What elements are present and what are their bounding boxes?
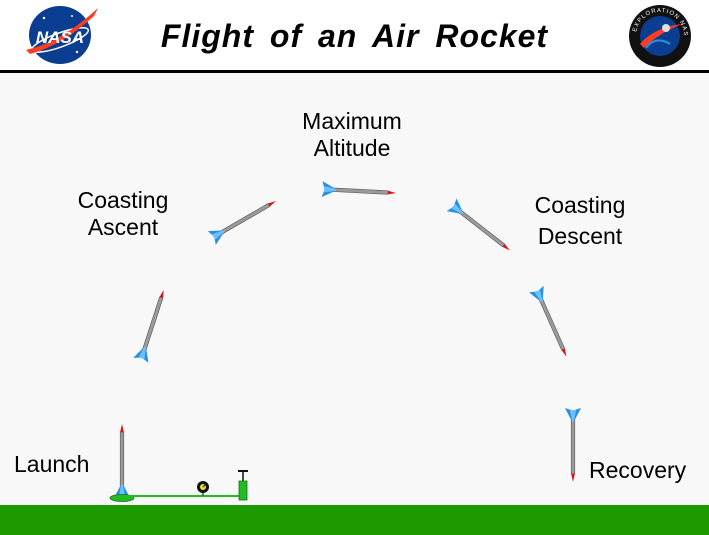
label-max-line2: Altitude (313, 135, 391, 161)
label-ascent-line1: Coasting (77, 187, 169, 213)
nasa-logo: NASA (22, 4, 98, 66)
rocket-launch (113, 423, 131, 499)
launcher (109, 470, 248, 502)
rocket-descent-2 (528, 285, 575, 361)
label-coasting-descent: Coasting Descent (522, 190, 638, 252)
rocket-max-altitude (321, 180, 397, 202)
label-recovery: Recovery (589, 457, 687, 483)
label-descent-line1: Coasting (534, 192, 626, 218)
label-launch: Launch (14, 451, 90, 477)
pressure-gauge-icon (197, 481, 209, 493)
exploration-logo: EXPLORATION NASA (623, 0, 694, 68)
nasa-logo-text: NASA (36, 28, 84, 47)
label-ascent-line2: Ascent (87, 214, 159, 240)
air-pump-icon (238, 470, 248, 501)
page-title: Flight of an Air Rocket (160, 18, 549, 54)
rocket-recovery (564, 407, 582, 483)
label-descent-line2: Descent (537, 223, 623, 249)
rocket-descent-1 (446, 198, 516, 258)
ground (0, 505, 709, 535)
rocket-ascent-2 (207, 193, 281, 246)
header-rule (0, 70, 709, 73)
header-bar (0, 0, 709, 70)
rocket-ascent-1 (132, 286, 172, 364)
label-maximum-altitude: Maximum Altitude (289, 108, 415, 162)
label-max-line1: Maximum (302, 108, 402, 134)
label-coasting-ascent: Coasting Ascent (64, 187, 182, 241)
